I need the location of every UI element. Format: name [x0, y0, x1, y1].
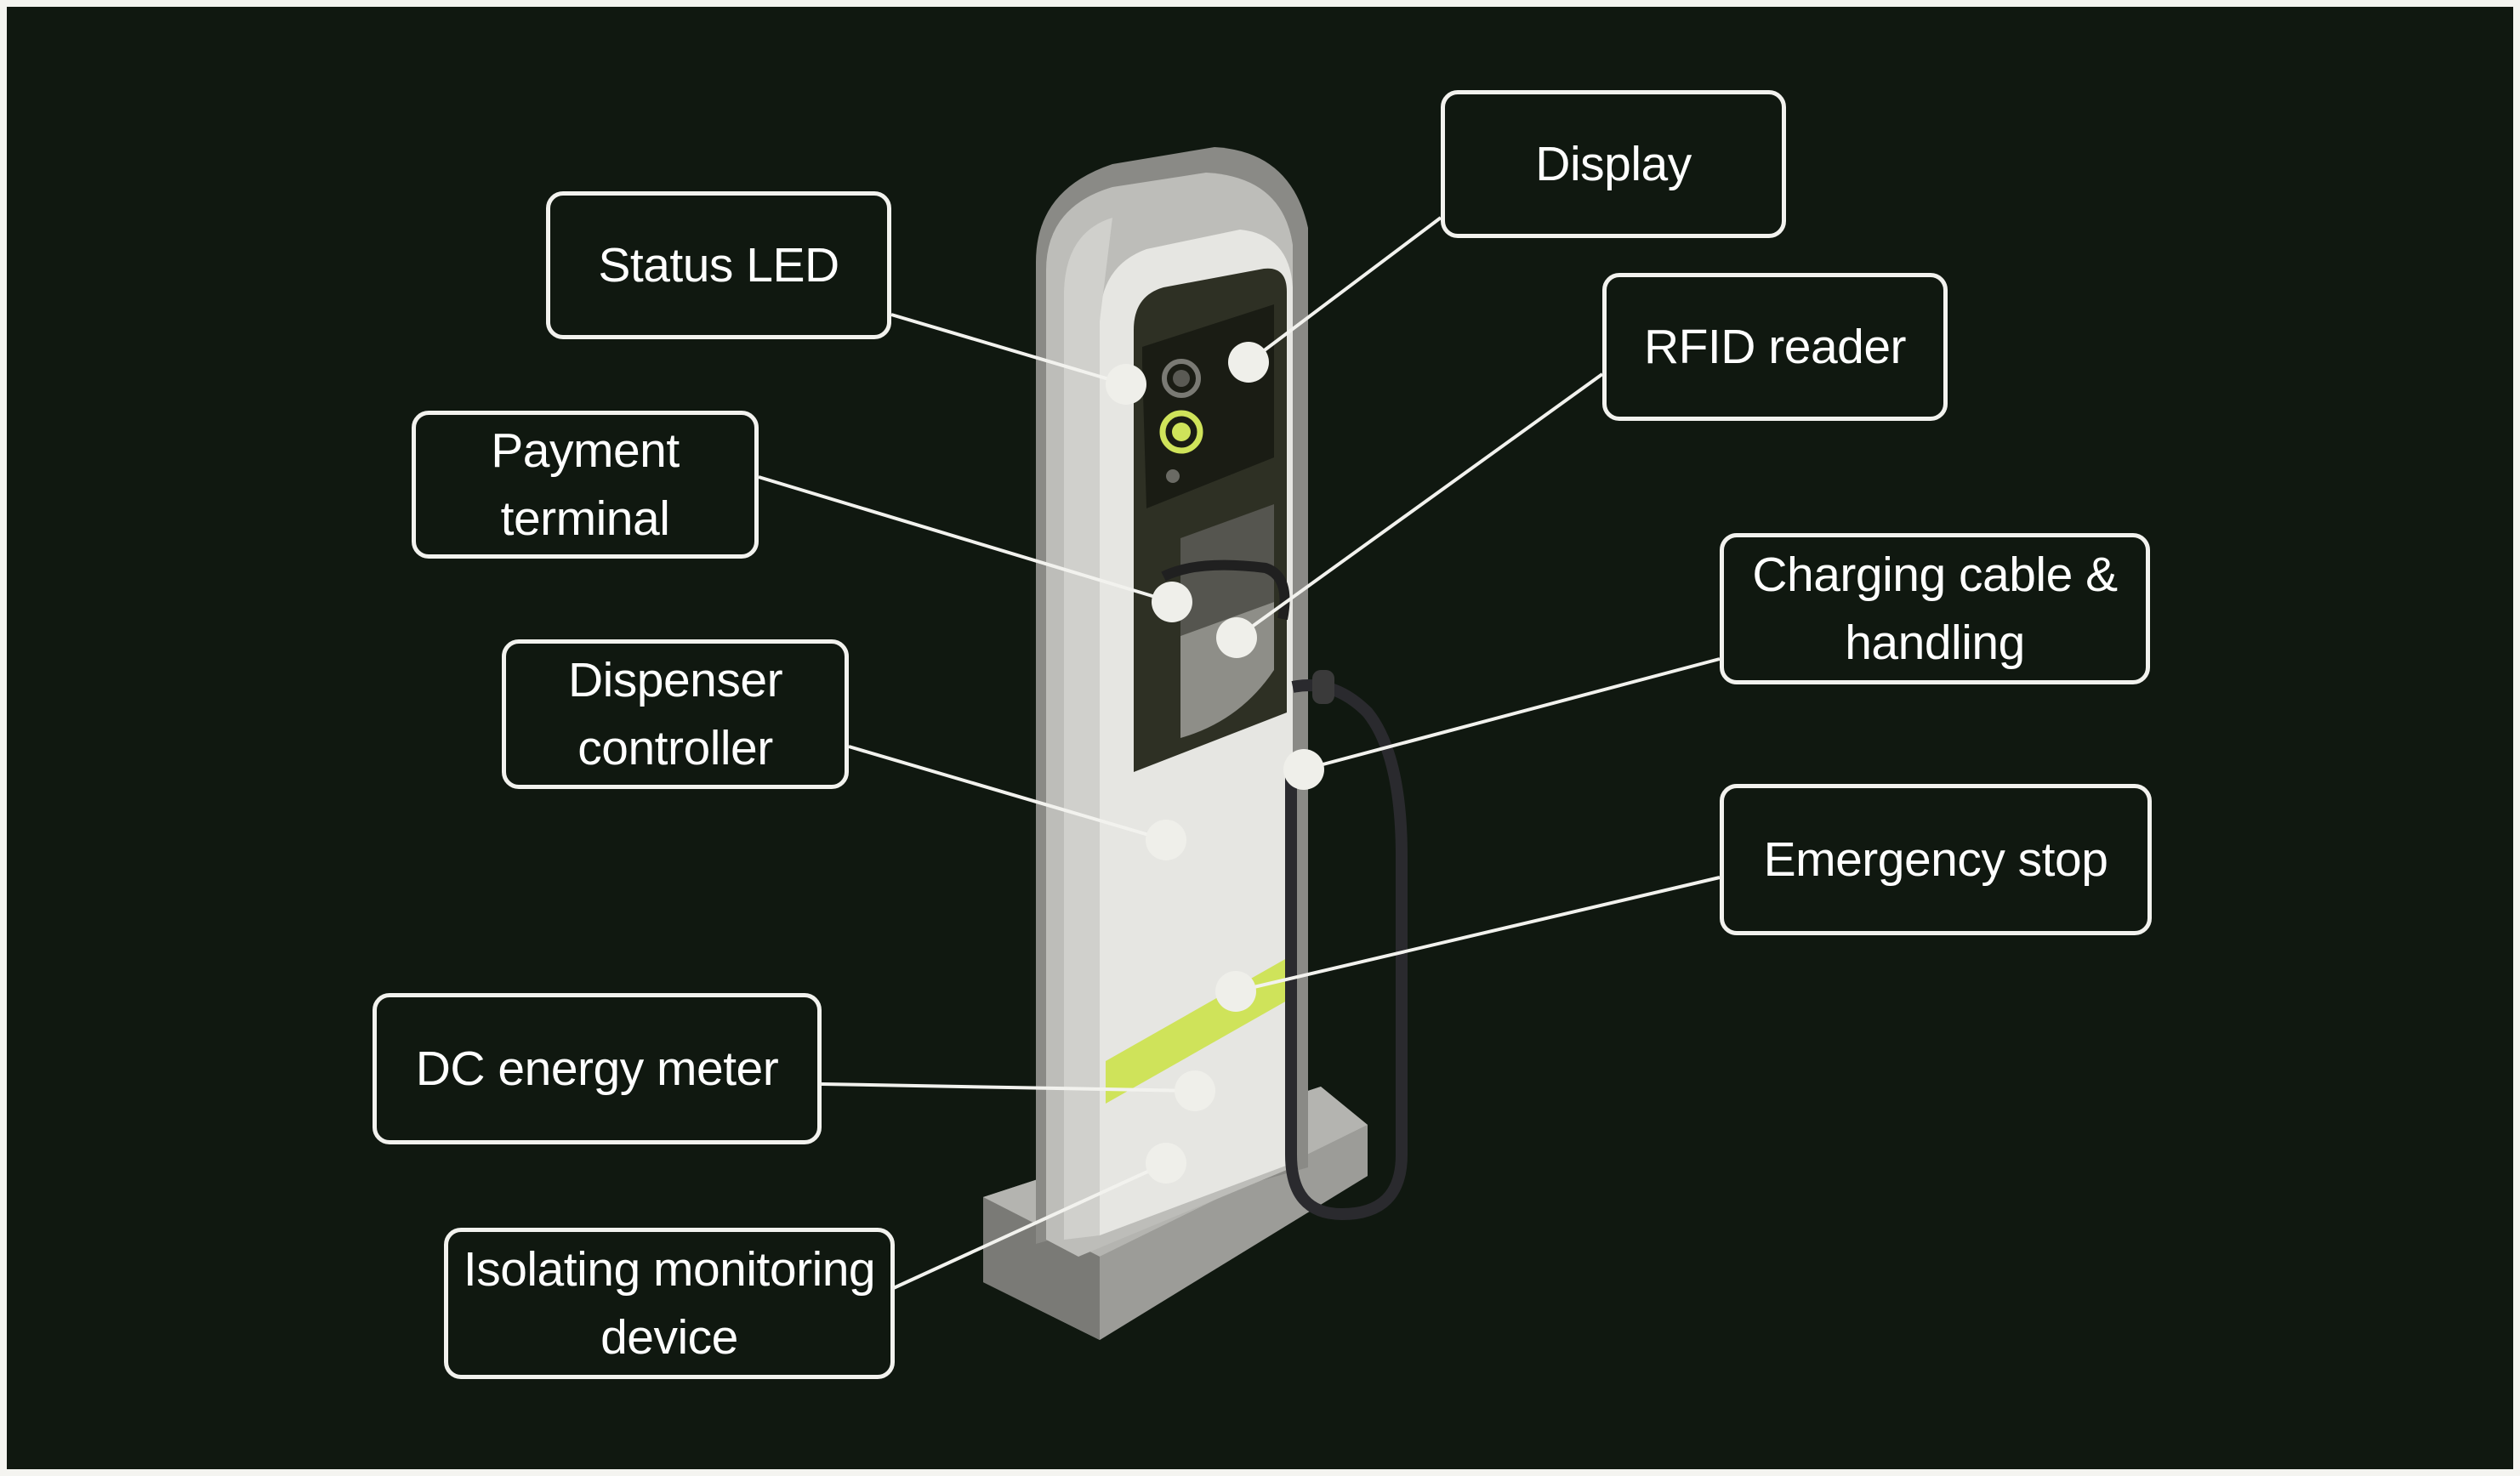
callout-dispenser-controller: Dispenser controller: [502, 639, 849, 789]
label-payment-terminal-line2: terminal: [500, 491, 670, 546]
label-dc-energy-meter: DC energy meter: [415, 1042, 779, 1096]
charging-cable: [1285, 670, 1408, 1221]
label-dispenser-controller-line1: Dispenser: [567, 653, 783, 707]
leader-payment: [758, 475, 1173, 604]
label-isolating-monitoring-line2: device: [600, 1310, 738, 1365]
callout-emergency-stop: Emergency stop: [1720, 784, 2152, 935]
marker-payment: [1152, 582, 1192, 622]
leader-imd: [887, 1161, 1167, 1292]
leader-meter: [821, 1082, 1196, 1093]
label-dispenser-controller-line2: controller: [577, 721, 773, 775]
label-isolating-monitoring-line1: Isolating monitoring: [463, 1242, 876, 1297]
charger-illustration: [758, 147, 1721, 1340]
marker-rfid: [1216, 617, 1257, 658]
label-charging-cable-line2: handling: [1845, 616, 2025, 670]
marker-controller: [1146, 820, 1186, 860]
label-rfid-reader: RFID reader: [1643, 320, 1907, 374]
screen-panel: [1134, 268, 1290, 772]
leader-lines: [758, 216, 1721, 1292]
marker-status-led: [1106, 364, 1146, 405]
callout-status-led: Status LED: [546, 191, 891, 339]
leader-display: [1247, 216, 1442, 364]
label-display: Display: [1535, 137, 1692, 191]
label-status-led: Status LED: [598, 238, 839, 292]
callout-rfid-reader: RFID reader: [1602, 273, 1948, 421]
label-payment-terminal-line1: Payment: [491, 423, 680, 478]
callout-display: Display: [1441, 90, 1786, 238]
marker-cable: [1283, 749, 1324, 790]
leader-status-led: [890, 313, 1127, 386]
marker-display: [1228, 342, 1269, 383]
label-emergency-stop: Emergency stop: [1763, 832, 2108, 887]
leader-rfid: [1235, 372, 1604, 639]
callout-dc-energy-meter: DC energy meter: [373, 993, 822, 1144]
callout-charging-cable: Charging cable & handling: [1720, 533, 2150, 684]
label-charging-cable-line1: Charging cable &: [1752, 548, 2118, 602]
marker-dots: [1106, 342, 1324, 1184]
callout-payment-terminal: Payment terminal: [412, 411, 759, 559]
leader-controller: [848, 745, 1167, 842]
marker-meter: [1175, 1070, 1215, 1111]
diagram-canvas: Status LED Display RFID reader Payment t…: [7, 7, 2513, 1469]
marker-imd: [1146, 1143, 1186, 1184]
leader-cable: [1303, 657, 1721, 771]
callout-isolating-monitoring: Isolating monitoring device: [444, 1228, 895, 1379]
leader-estop: [1235, 876, 1721, 993]
marker-estop: [1215, 971, 1256, 1012]
